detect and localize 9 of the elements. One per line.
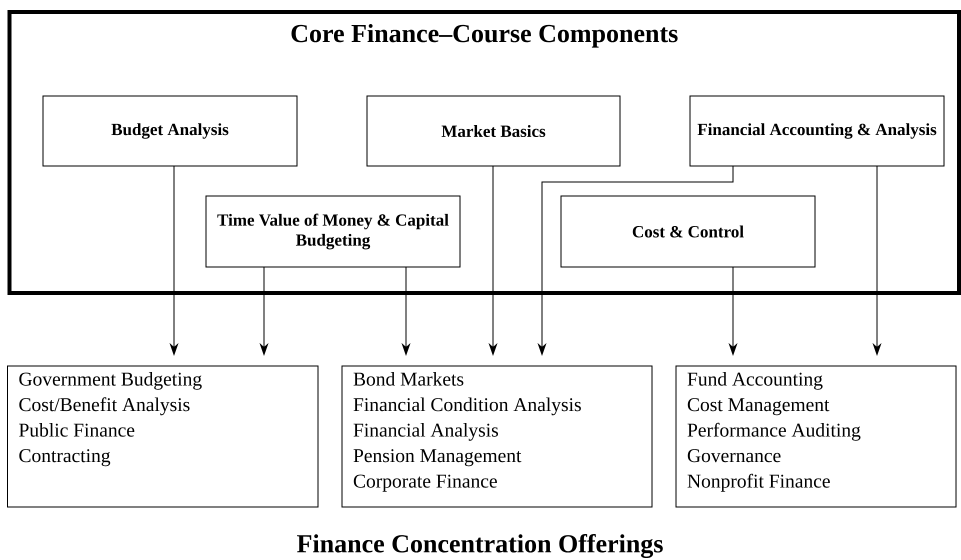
course-box: Market Basics <box>366 96 620 166</box>
offering-box: Fund Accounting Cost Management Performance Auditing Governance Nonprofit Finance <box>676 366 956 508</box>
course-box: Time Value of Money & Capital Budgeting <box>206 196 460 268</box>
course-box: Budget Analysis <box>42 96 298 166</box>
course-box: Financial Accounting & Analysis <box>690 96 944 166</box>
course-box: Cost & Control <box>560 196 816 268</box>
offering-box: Bond Markets Financial Condition Analysis Financial Analysis Pension Management Corporate Finance <box>342 366 652 508</box>
offering-box: Government Budgeting Cost/Benefit Analysis Public Finance Contracting <box>7 366 318 508</box>
caption: Finance Concentration Offerings <box>297 534 663 558</box>
